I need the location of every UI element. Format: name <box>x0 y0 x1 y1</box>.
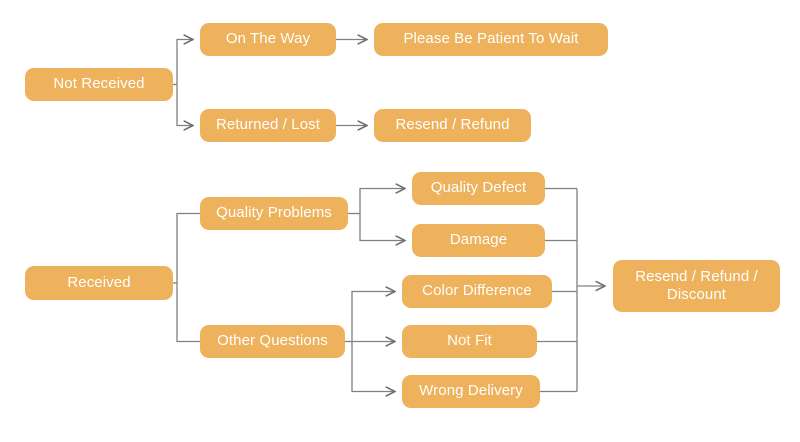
node-please-be-patient[interactable]: Please Be Patient To Wait <box>374 23 608 56</box>
edge-other-questions-to-color-difference <box>351 292 395 342</box>
node-resend-refund-discount[interactable]: Resend / Refund / Discount <box>613 260 780 312</box>
node-on-the-way[interactable]: On The Way <box>200 23 336 56</box>
node-damage[interactable]: Damage <box>412 224 545 257</box>
edge-not-received-to-on-the-way <box>176 40 193 85</box>
node-other-questions[interactable]: Other Questions <box>200 325 345 358</box>
edge-quality-problems-to-quality-defect <box>359 189 405 214</box>
edge-quality-problems-to-damage <box>359 213 405 241</box>
edge-received-to-other-questions <box>176 283 200 343</box>
node-quality-defect[interactable]: Quality Defect <box>412 172 545 205</box>
node-received[interactable]: Received <box>25 266 173 300</box>
node-wrong-delivery[interactable]: Wrong Delivery <box>402 375 540 408</box>
edge-other-questions-to-wrong-delivery <box>351 341 395 392</box>
node-not-received[interactable]: Not Received <box>25 68 173 101</box>
edge-not-received-to-returned-lost <box>176 84 193 126</box>
edge-received-to-quality-problems <box>176 212 200 283</box>
node-color-difference[interactable]: Color Difference <box>402 275 552 308</box>
node-quality-problems[interactable]: Quality Problems <box>200 197 348 230</box>
node-resend-refund[interactable]: Resend / Refund <box>374 109 531 142</box>
node-returned-lost[interactable]: Returned / Lost <box>200 109 336 142</box>
node-not-fit[interactable]: Not Fit <box>402 325 537 358</box>
